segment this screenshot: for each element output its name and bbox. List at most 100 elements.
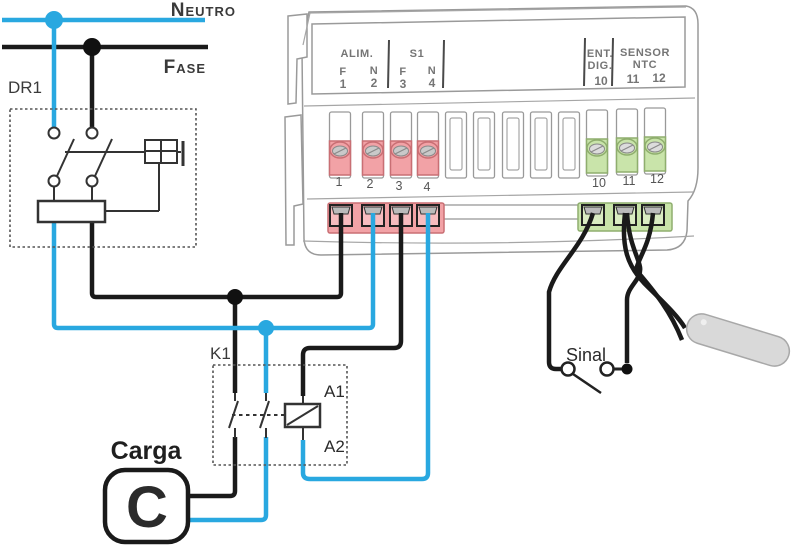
terminal4-to-a2-wire	[300, 213, 431, 482]
empty-slot	[529, 111, 553, 179]
signal-junction-dot	[621, 363, 633, 375]
din-tab-upper	[287, 13, 308, 105]
t3-number: 3	[400, 77, 407, 91]
dr1-breaker: DR1	[8, 78, 197, 248]
sensor-lead-2	[633, 212, 685, 341]
signal-label: Sinal	[566, 345, 606, 365]
dr1-blade-left	[56, 138, 75, 177]
terminal10-to-signal-wire	[546, 212, 596, 372]
dr1-blade-right	[94, 138, 113, 177]
load-letter: C	[126, 475, 168, 540]
neutral-to-terminal2-wire	[51, 213, 376, 331]
t4-number: 4	[429, 76, 436, 90]
terminal-slot-12	[643, 107, 667, 175]
ledge-line	[306, 191, 694, 200]
slot-numbers: 1 2 3 4 10 11 12	[336, 172, 664, 194]
phase-label: Fase	[164, 57, 206, 78]
slot-number-12: 12	[650, 172, 664, 186]
controller-device: ALIM. F N 1 2 S1 F N 3 4 ENT. DIG. 10 SE…	[284, 5, 699, 256]
t11-number: 11	[627, 72, 640, 86]
sensor-title-2: NTC	[633, 59, 657, 71]
wire-clamp-row	[327, 202, 673, 234]
ent-title-1: ENT.	[587, 48, 613, 60]
k1-to-load-black-wire	[189, 437, 238, 499]
empty-slot	[444, 111, 468, 179]
dr1-internals	[53, 138, 181, 212]
panel-labels: ALIM. F N 1 2 S1 F N 3 4 ENT. DIG. 10 SE…	[339, 47, 670, 91]
empty-slots	[444, 111, 581, 179]
wiring	[45, 11, 431, 523]
slot-number-3: 3	[396, 179, 403, 193]
load-label: Carga	[111, 437, 183, 465]
power-terminals	[328, 111, 440, 179]
ent-title-2: DIG.	[587, 60, 612, 72]
t1-letter: F	[339, 66, 346, 78]
t4-letter: N	[428, 65, 437, 77]
device-top-edge	[302, 6, 687, 46]
dr1-toroid-block	[36, 199, 107, 224]
t12-number: 12	[652, 71, 666, 85]
signal-switch-blade	[572, 372, 602, 395]
coil-a2-label: A2	[324, 437, 345, 456]
dr1-boundary	[9, 108, 197, 248]
supply-lines: Neutro Fase	[2, 0, 236, 78]
slot-number-10: 10	[592, 176, 606, 190]
panel-dividers	[387, 37, 614, 89]
k1-label: K1	[210, 344, 231, 363]
din-tab-lower	[284, 114, 304, 246]
load-symbol: Carga C	[102, 437, 191, 545]
neutral-junction-dot	[45, 11, 63, 29]
k1-coil-diagonal	[286, 405, 319, 426]
dr1-contact-terminal	[47, 174, 61, 188]
dr1-contact-terminal	[85, 126, 99, 140]
signal-contact-right	[599, 361, 615, 377]
terminal-slot-4	[416, 111, 440, 179]
t2-letter: N	[370, 65, 379, 77]
slot-number-1: 1	[336, 175, 343, 189]
sensor-title-1: SENSOR	[620, 47, 670, 59]
coil-a1-label: A1	[324, 382, 345, 401]
signal-contact-left	[560, 361, 576, 377]
terminal-slots: 1 2 3 4 10 11 12	[328, 107, 667, 194]
phase-branch-dot	[227, 289, 243, 305]
empty-slot	[472, 111, 496, 179]
phase-junction-dot	[83, 38, 101, 56]
empty-slot	[501, 111, 525, 179]
terminal-slot-10	[585, 109, 609, 177]
terminal3-to-a1-wire	[300, 213, 404, 396]
phase-to-terminal1-wire	[89, 213, 344, 300]
empty-slot	[557, 111, 581, 179]
signal-and-sensor: Sinal	[546, 212, 791, 395]
terminal-slot-3	[389, 111, 413, 179]
dr1-label: DR1	[8, 78, 42, 97]
dr1-contact-terminal	[85, 174, 99, 188]
sensor-lead-1	[621, 212, 687, 330]
sensor-terminals	[585, 107, 667, 177]
power-clamp-block	[327, 202, 445, 234]
k1-blade-right	[259, 400, 270, 429]
t1-number: 1	[340, 77, 347, 91]
terminal-slot-1	[328, 111, 352, 179]
k1-to-load-blue-wire	[189, 437, 269, 523]
terminal-slot-11	[615, 108, 639, 176]
ntc-probe-icon	[685, 313, 791, 367]
slot-number-4: 4	[424, 180, 431, 194]
shoulder-line	[303, 97, 696, 107]
neutral-label: Neutro	[171, 0, 236, 21]
k1-boundary	[212, 364, 348, 466]
slot-number-11: 11	[623, 174, 636, 188]
group-s1-title: S1	[410, 48, 425, 60]
label-panel	[311, 16, 686, 95]
t2-number: 2	[371, 76, 378, 90]
k1-contactor: K1 A1 A2	[210, 344, 348, 466]
neutral-branch-dot	[258, 320, 274, 336]
slot-number-2: 2	[367, 177, 374, 191]
load-icon	[102, 467, 191, 545]
dr1-contact-terminal	[47, 126, 61, 140]
t10-number: 10	[594, 74, 608, 88]
group-alim-title: ALIM.	[341, 48, 374, 60]
terminal11-to-signal-wire	[624, 212, 643, 363]
bottom-lip	[302, 235, 695, 244]
